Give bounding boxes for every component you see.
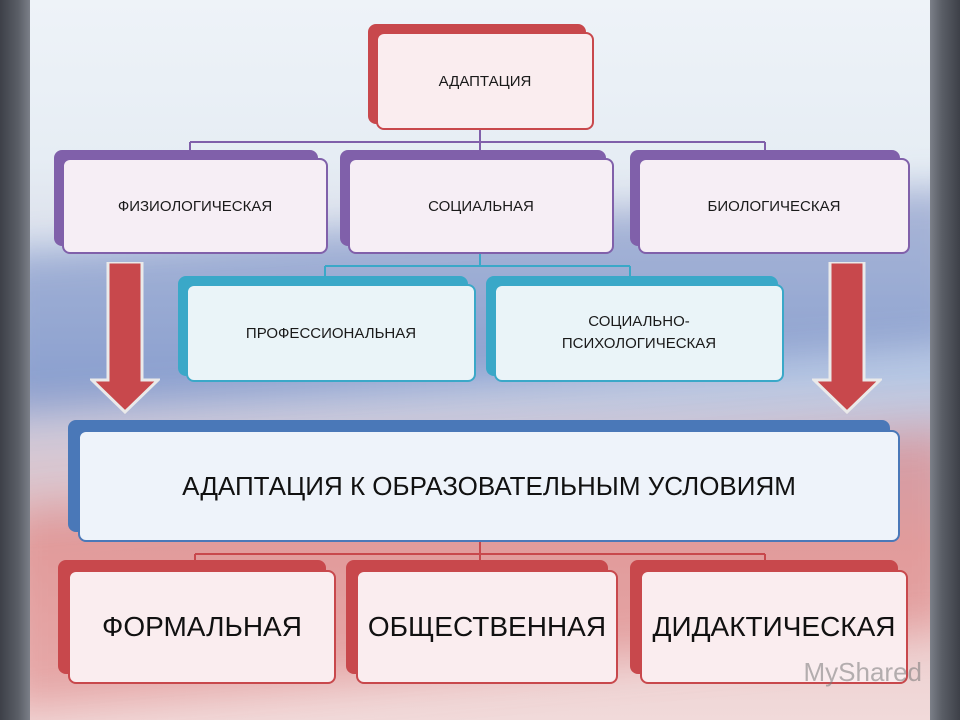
node-social-psychological: СОЦИАЛЬНО-ПСИХОЛОГИЧЕСКАЯ (494, 284, 784, 382)
node-label: ДИДАКТИЧЕСКАЯ (652, 611, 896, 642)
node-didactic: ДИДАКТИЧЕСКАЯ (640, 570, 908, 684)
node-label: СОЦИАЛЬНАЯ (428, 197, 534, 215)
frame-right (930, 0, 960, 720)
node-label: ФОРМАЛЬНАЯ (102, 611, 302, 642)
frame-left (0, 0, 30, 720)
node-professional: ПРОФЕССИОНАЛЬНАЯ (186, 284, 476, 382)
watermark-logo: MyShared (804, 657, 923, 688)
down-arrow-right (812, 262, 882, 414)
node-formal: ФОРМАЛЬНАЯ (68, 570, 336, 684)
node-public: ОБЩЕСТВЕННАЯ (356, 570, 618, 684)
node-label: ОБЩЕСТВЕННАЯ (367, 611, 607, 642)
down-arrow-left (90, 262, 160, 414)
node-label: ФИЗИОЛОГИЧЕСКАЯ (117, 197, 273, 215)
node-social: СОЦИАЛЬНАЯ (348, 158, 614, 254)
node-biological: БИОЛОГИЧЕСКАЯ (638, 158, 910, 254)
node-physiological: ФИЗИОЛОГИЧЕСКАЯ (62, 158, 328, 254)
main-label: АДАПТАЦИЯ К ОБРАЗОВАТЕЛЬНЫМ УСЛОВИЯМ (182, 470, 796, 501)
node-label: ПРОФЕССИОНАЛЬНАЯ (245, 324, 417, 342)
node-label: БИОЛОГИЧЕСКАЯ (707, 197, 841, 215)
node-label: СОЦИАЛЬНО-ПСИХОЛОГИЧЕСКАЯ (561, 313, 717, 352)
root-node: АДАПТАЦИЯ (376, 32, 594, 130)
main-node: АДАПТАЦИЯ К ОБРАЗОВАТЕЛЬНЫМ УСЛОВИЯМ (78, 430, 900, 542)
root-label: АДАПТАЦИЯ (438, 72, 532, 90)
watermark-text: MyShared (803, 657, 923, 687)
